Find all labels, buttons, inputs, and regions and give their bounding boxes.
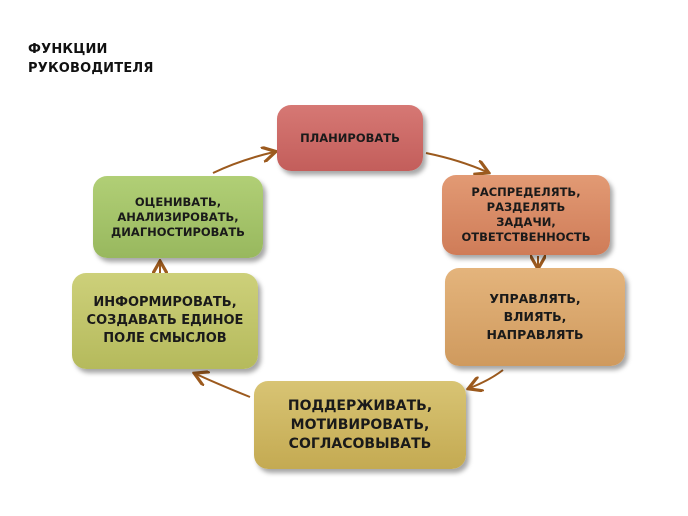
arrow-manage-to-support [470, 369, 504, 388]
node-evaluate: ОЦЕНИВАТЬ, АНАЛИЗИРОВАТЬ, ДИАГНОСТИРОВАТ… [93, 176, 263, 258]
node-support: ПОДДЕРЖИВАТЬ, МОТИВИРОВАТЬ, СОГЛАСОВЫВАТ… [254, 381, 466, 469]
title-line-1: ФУНКЦИИ [28, 42, 108, 57]
arrow-support-to-inform [196, 374, 251, 398]
node-inform: ИНФОРМИРОВАТЬ, СОЗДАВАТЬ ЕДИНОЕ ПОЛЕ СМЫ… [72, 273, 258, 369]
arrow-evaluate-to-plan [212, 152, 274, 174]
node-plan-label: ПЛАНИРОВАТЬ [300, 131, 400, 145]
title-line-2: РУКОВОДИТЕЛЯ [28, 61, 154, 76]
node-manage-label: УПРАВЛЯТЬ, ВЛИЯТЬ, НАПРАВЛЯТЬ [486, 291, 584, 342]
node-distribute: РАСПРЕДЕЛЯТЬ, РАЗДЕЛЯТЬ ЗАДАЧИ, ОТВЕТСТВ… [442, 175, 610, 255]
diagram-title: ФУНКЦИИ РУКОВОДИТЕЛЯ [28, 40, 154, 78]
node-inform-label: ИНФОРМИРОВАТЬ, СОЗДАВАТЬ ЕДИНОЕ ПОЛЕ СМЫ… [86, 295, 244, 346]
node-distribute-label: РАСПРЕДЕЛЯТЬ, РАЗДЕЛЯТЬ ЗАДАЧИ, ОТВЕТСТВ… [461, 185, 591, 244]
node-support-label: ПОДДЕРЖИВАТЬ, МОТИВИРОВАТЬ, СОГЛАСОВЫВАТ… [287, 397, 433, 452]
node-manage: УПРАВЛЯТЬ, ВЛИЯТЬ, НАПРАВЛЯТЬ [445, 268, 625, 366]
node-plan: ПЛАНИРОВАТЬ [277, 105, 423, 171]
node-evaluate-label: ОЦЕНИВАТЬ, АНАЛИЗИРОВАТЬ, ДИАГНОСТИРОВАТ… [111, 194, 245, 239]
arrow-plan-to-distribute [425, 152, 487, 172]
